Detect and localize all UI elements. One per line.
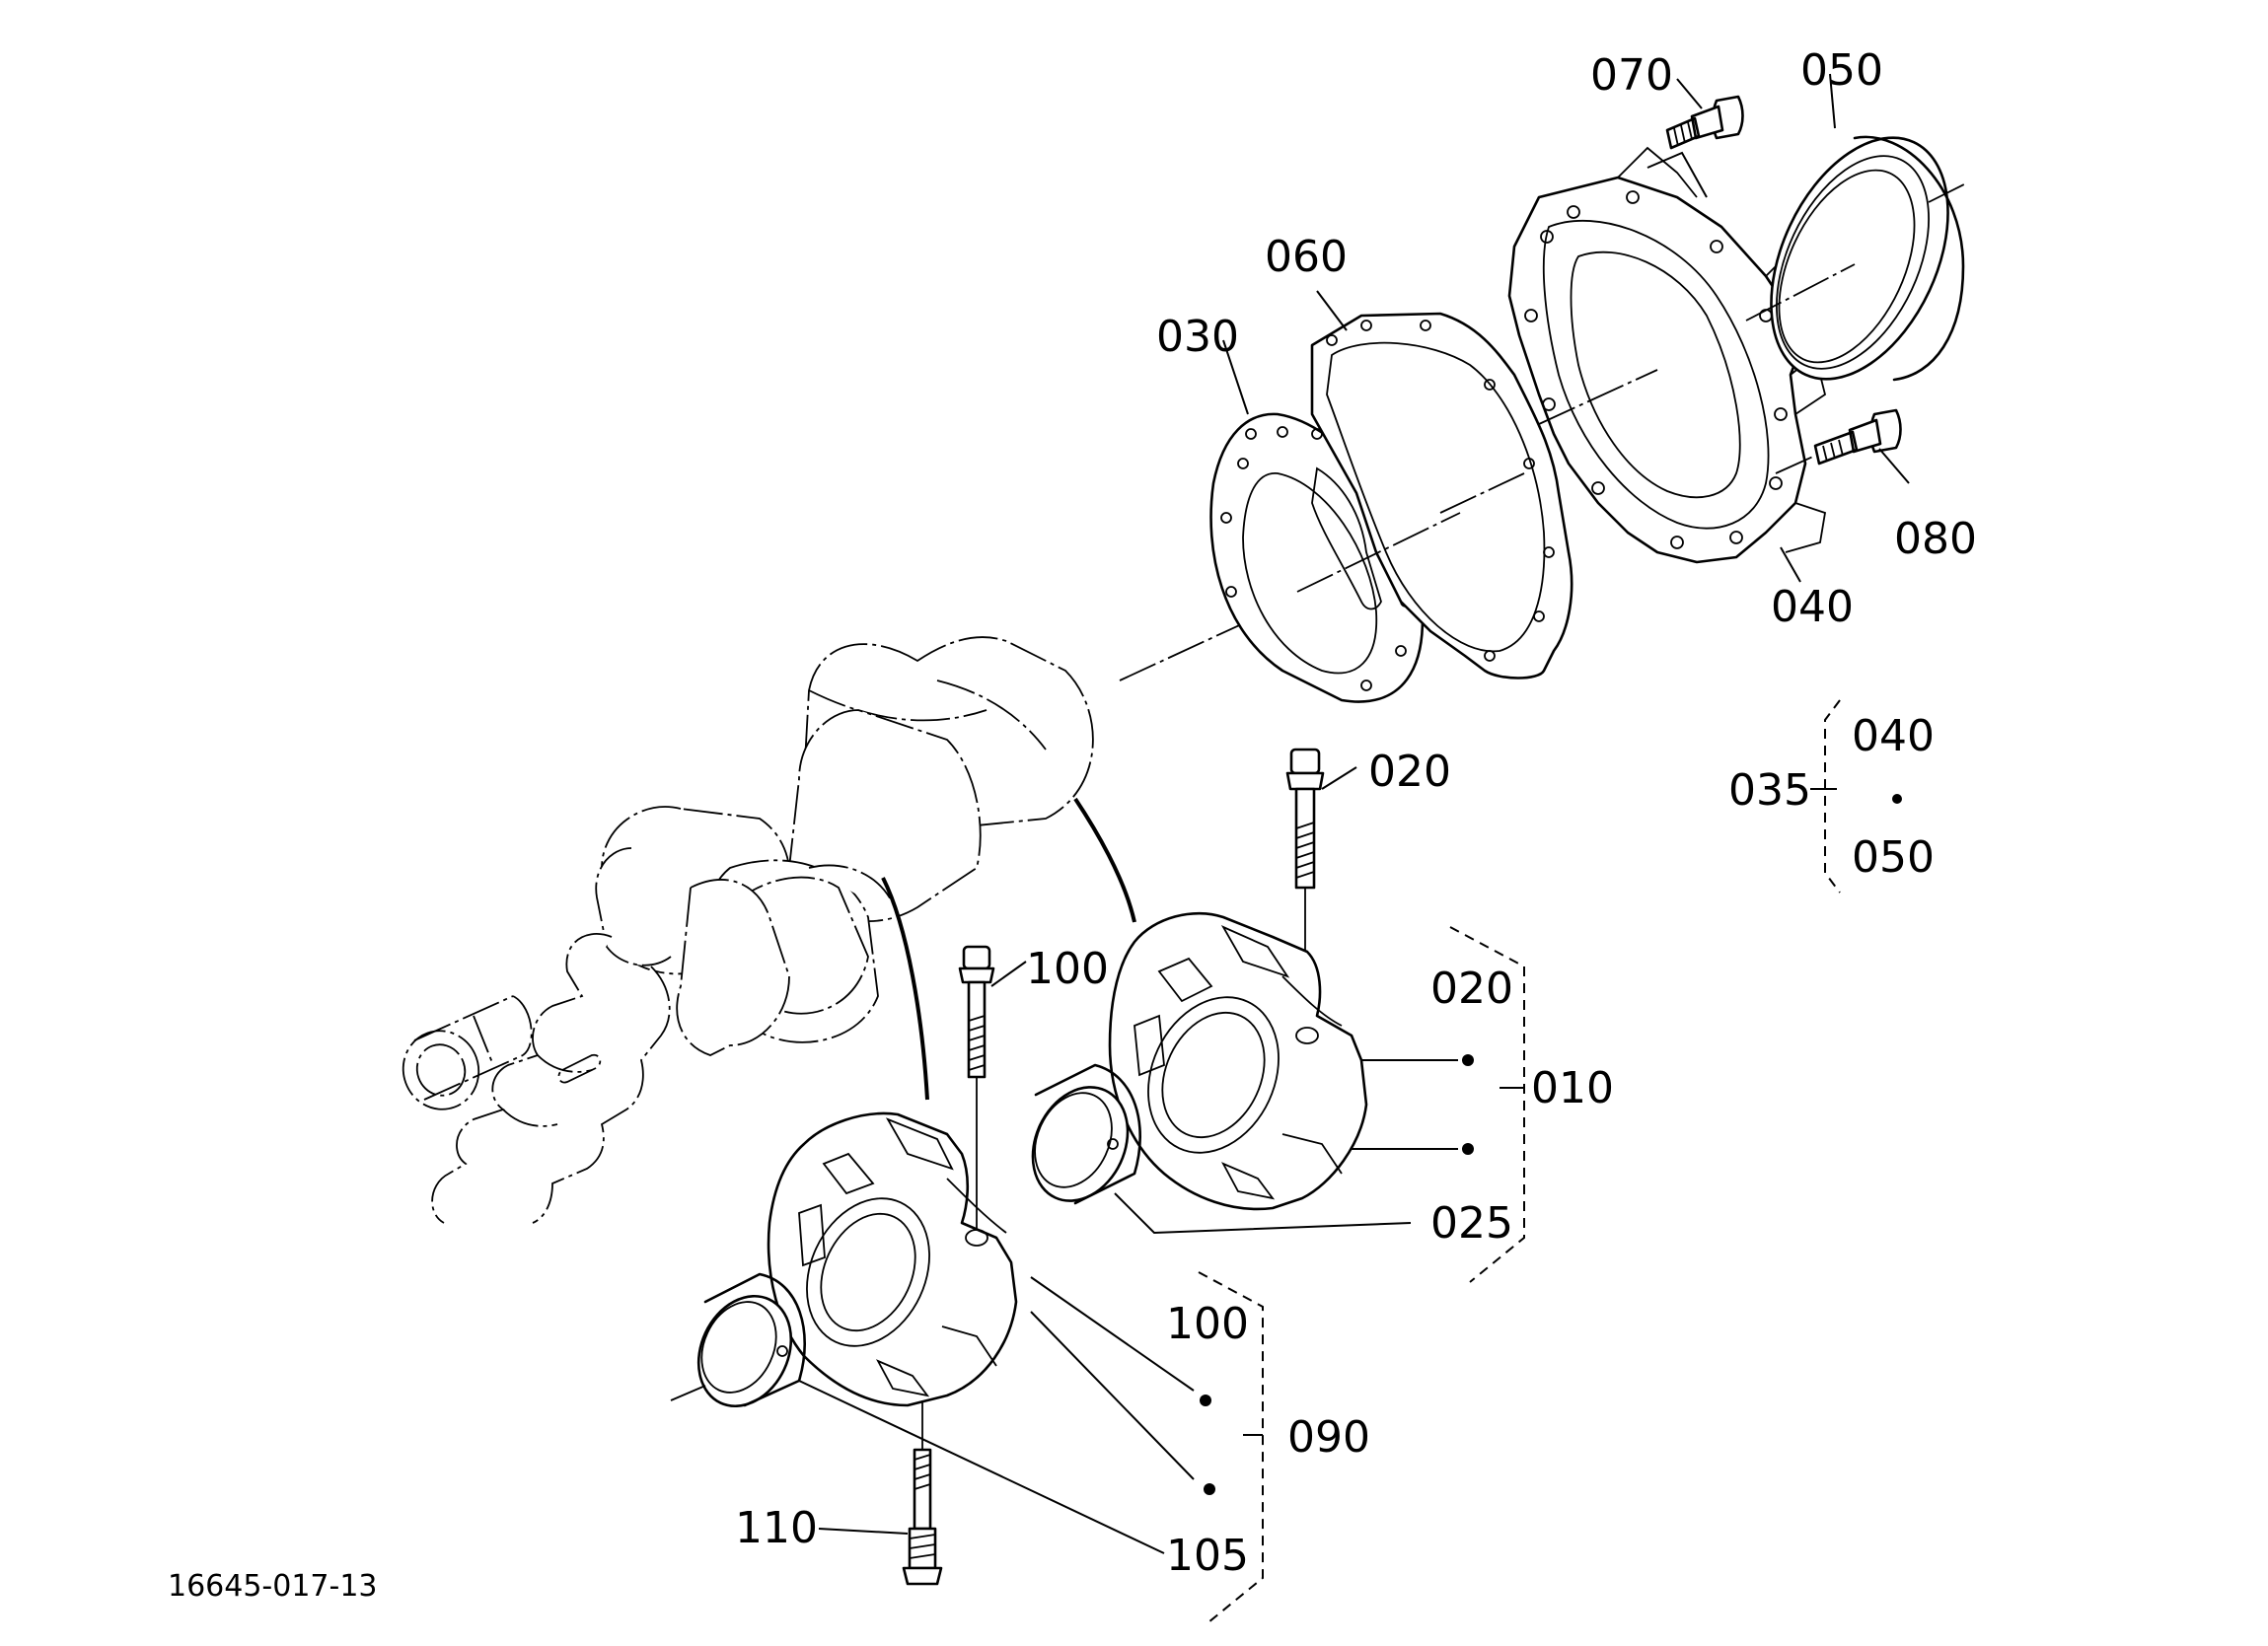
assembly-line-holder-rear	[881, 877, 929, 1101]
callout-035-050: 050	[1852, 832, 1935, 883]
callout-080: 080	[1894, 514, 1977, 564]
callout-025: 025	[1430, 1198, 1513, 1249]
gasket-060	[1310, 312, 1573, 680]
leader-080	[1878, 448, 1910, 484]
callout-105: 105	[1166, 1531, 1249, 1581]
drawing-code: 16645-017-13	[168, 1569, 378, 1604]
callout-030: 030	[1156, 312, 1239, 362]
bolt-110	[902, 1448, 943, 1586]
bearing-holder-010	[1108, 911, 1368, 1211]
dot-010-b	[1462, 1143, 1474, 1155]
callout-040: 040	[1771, 582, 1854, 632]
leader-110	[818, 1528, 909, 1535]
axis-line-060b	[1439, 472, 1525, 514]
callout-070: 070	[1590, 50, 1673, 101]
oil-seal-050	[1770, 135, 1965, 382]
assembly-line-holder-front	[1073, 797, 1136, 923]
callout-090: 090	[1287, 1412, 1370, 1463]
leader-070-case	[1646, 151, 1708, 198]
crankshaft-phantom	[402, 636, 1094, 1224]
leader-090-a	[1030, 1276, 1195, 1392]
bushing-025	[1031, 1063, 1141, 1205]
dot-090-b	[1204, 1483, 1215, 1495]
bolt-100	[958, 945, 995, 1079]
leader-025	[1114, 1192, 1412, 1235]
axis-line-080	[1775, 455, 1816, 474]
dot-010-a	[1462, 1054, 1474, 1066]
leader-040	[1780, 546, 1801, 583]
leader-070	[1676, 78, 1703, 109]
leader-090-b	[1030, 1311, 1195, 1480]
bracket-090	[1198, 1271, 1264, 1623]
leader-100-bolt	[990, 961, 1027, 987]
callout-020-bolt: 020	[1368, 747, 1451, 797]
callout-050: 050	[1800, 45, 1883, 96]
bearing-holder-090	[767, 1111, 1018, 1407]
bolt-070	[1665, 95, 1744, 150]
bracket-010	[1449, 926, 1525, 1283]
callout-060: 060	[1265, 232, 1348, 282]
dot-090-a	[1200, 1395, 1211, 1406]
callout-100-bolt: 100	[1026, 944, 1109, 994]
axis-line-040	[1538, 369, 1658, 425]
leader-060	[1316, 290, 1348, 331]
bolt-020	[1285, 748, 1325, 890]
axis-line-050	[1745, 263, 1856, 322]
leader-020-bolt	[1321, 766, 1357, 790]
callout-010: 010	[1531, 1063, 1614, 1113]
callout-110: 110	[735, 1503, 818, 1553]
leader-050	[1829, 73, 1836, 129]
callout-035-040: 040	[1852, 711, 1935, 761]
callout-090-100: 100	[1166, 1299, 1249, 1349]
leader-105	[798, 1380, 1165, 1554]
callout-010-020: 020	[1430, 964, 1513, 1014]
axis-line-050b	[1928, 181, 1969, 203]
bushing-105	[696, 1272, 806, 1408]
axis-line-060	[1296, 512, 1461, 593]
leader-030	[1222, 339, 1249, 415]
callout-035: 035	[1728, 765, 1811, 816]
bolt-080	[1813, 408, 1902, 465]
dot-035	[1892, 794, 1902, 804]
bracket-035	[1824, 699, 1841, 894]
axis-line-105	[670, 1385, 706, 1401]
